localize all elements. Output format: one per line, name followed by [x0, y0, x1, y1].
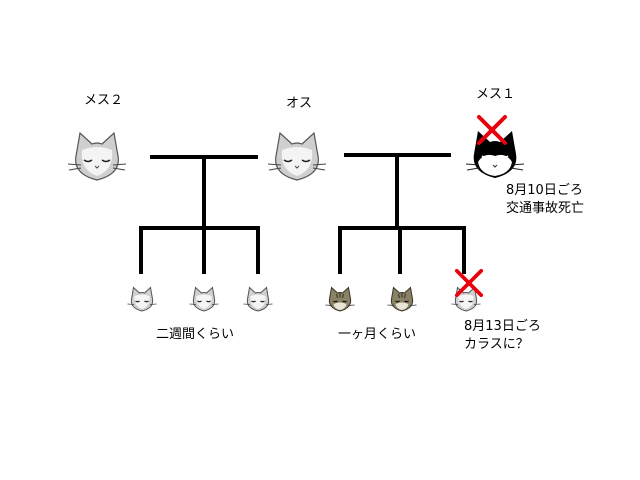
kitten-note-line1: 8月13日ごろ	[464, 319, 541, 334]
kitten-b1-tabby-kitten-icon	[325, 286, 355, 312]
kitten-deceased-cross-icon	[454, 268, 484, 298]
deceased-cross-icon	[477, 115, 507, 145]
mother2-gray-cat-icon	[67, 131, 127, 181]
mother1-note-line2: 交通事故死亡	[506, 201, 585, 216]
kitten-note-line2: カラスに？	[464, 337, 529, 352]
litter-b-caption: 一ヶ月くらい	[338, 327, 417, 342]
mother2-label: メス２	[84, 93, 124, 108]
kitten-a3-gray-kitten-icon	[243, 286, 273, 312]
kitten-a1-gray-kitten-icon	[127, 286, 157, 312]
mother1-death-note: 8月10日ごろ 交通事故死亡	[506, 182, 584, 218]
mother1-label: メス１	[476, 87, 516, 102]
kitten-a2-gray-kitten-icon	[189, 286, 219, 312]
kitten-b2-tabby-kitten-icon	[387, 286, 417, 312]
father-label: オス	[286, 96, 313, 111]
litter-a-caption: 二週間くらい	[156, 327, 235, 342]
mother1-note-line1: 8月10日ごろ	[506, 183, 583, 198]
kitten-death-note: 8月13日ごろ カラスに？	[464, 318, 541, 354]
father-gray-cat-icon	[267, 131, 327, 181]
